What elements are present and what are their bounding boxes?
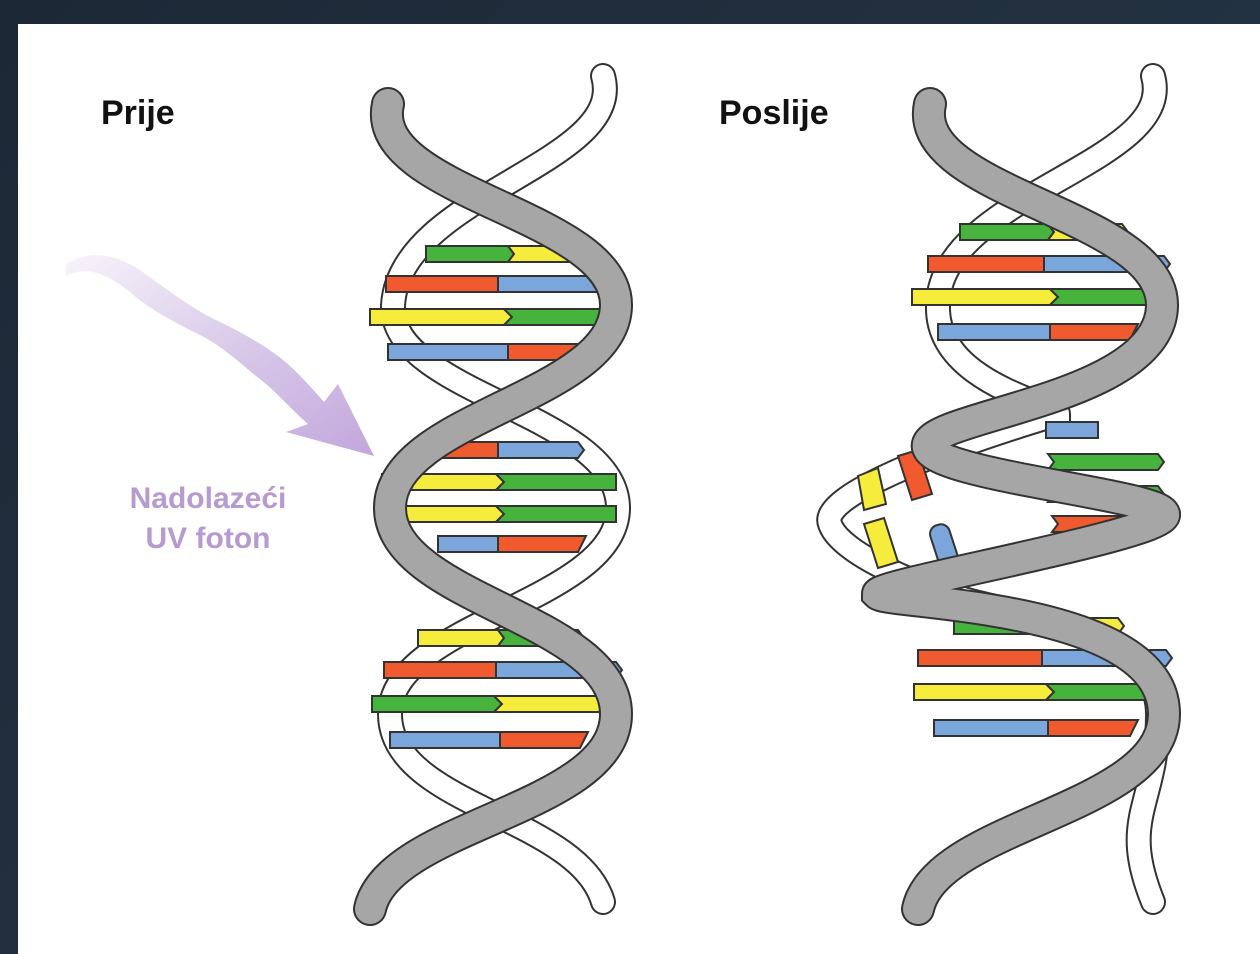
diagram-panel: Prije Poslije Nadolazeći UV foton (18, 24, 1260, 954)
uv-photon-arrow (66, 255, 374, 456)
label-uv-photon: Nadolazeći UV foton (108, 479, 308, 559)
label-uv-photon-line1: Nadolazeći (108, 479, 308, 519)
label-after: Poslije (719, 94, 829, 133)
dna-helix-after (829, 76, 1172, 909)
dna-helix-before (370, 76, 624, 909)
label-uv-photon-line2: UV foton (108, 519, 308, 559)
label-before: Prije (101, 94, 175, 133)
